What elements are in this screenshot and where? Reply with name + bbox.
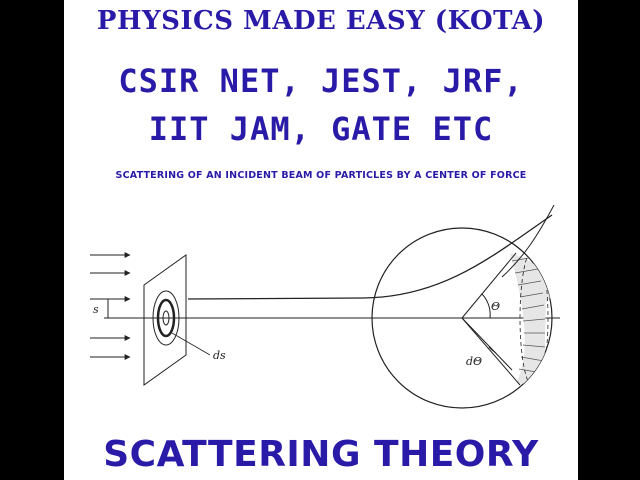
trajectory-envelope: [501, 204, 555, 278]
impact-parameter-marker: [104, 298, 112, 319]
cone-lines: [461, 252, 521, 386]
video-frame: PHYSICS MADE EASY (KOTA) CSIR NET, JEST,…: [64, 0, 578, 480]
label-dtheta: dΘ: [466, 355, 482, 368]
particle-trajectory: [187, 214, 553, 300]
exam-list-line-1: CSIR NET, JEST, JRF,: [118, 62, 524, 100]
scattering-sphere: [371, 227, 553, 409]
label-theta: Θ: [491, 300, 500, 313]
exam-list-line-2: IIT JAM, GATE ETC: [148, 110, 494, 148]
label-ds: ds: [213, 349, 226, 362]
video-title: SCATTERING THEORY: [103, 434, 539, 475]
scattering-diagram: s ds: [90, 204, 560, 409]
ds-leader: [171, 332, 211, 356]
channel-title: PHYSICS MADE EASY (KOTA): [96, 6, 546, 36]
diagram-caption: SCATTERING OF AN INCIDENT BEAM OF PARTIC…: [115, 170, 527, 181]
label-s: s: [93, 303, 99, 316]
target-plane: [143, 254, 187, 386]
